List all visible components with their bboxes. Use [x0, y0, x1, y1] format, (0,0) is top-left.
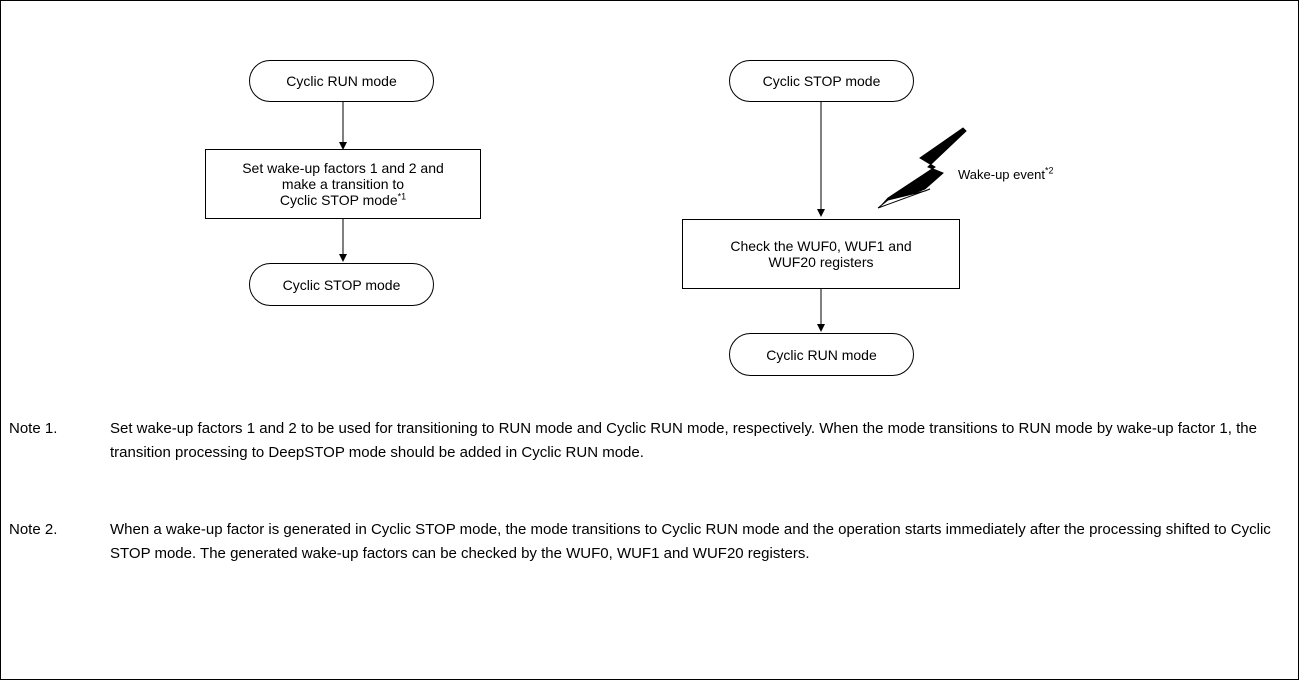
right-process-box: Check the WUF0, WUF1 and WUF20 registers: [682, 219, 960, 289]
lightning-tail-icon: [877, 188, 931, 209]
left-end-terminal: Cyclic STOP mode: [249, 263, 434, 306]
footnote-marker-1: *1: [397, 191, 407, 202]
right-process-line-2: WUF20 registers: [768, 254, 874, 270]
note-2-label: Note 2.: [9, 521, 58, 538]
footnote-marker-2: *2: [1044, 165, 1054, 176]
left-process-box: Set wake-up factors 1 and 2 and make a t…: [205, 149, 481, 219]
note-1-label: Note 1.: [9, 420, 58, 437]
left-process-line-2: make a transition to: [281, 176, 405, 192]
note-2-text: When a wake-up factor is generated in Cy…: [110, 521, 1271, 562]
left-start-label: Cyclic RUN mode: [286, 73, 397, 89]
right-start-label: Cyclic STOP mode: [762, 73, 881, 89]
lightning-icon: [879, 127, 967, 208]
right-process-line-1: Check the WUF0, WUF1 and: [730, 238, 912, 254]
wake-up-event-label: Wake-up event*2: [958, 165, 1054, 182]
left-process-line-1: Set wake-up factors 1 and 2 and: [242, 160, 444, 176]
right-start-terminal: Cyclic STOP mode: [729, 60, 914, 102]
note-1: Note 1. Set wake-up factors 1 and 2 to b…: [9, 417, 1294, 465]
left-end-label: Cyclic STOP mode: [282, 276, 401, 293]
note-1-text: Set wake-up factors 1 and 2 to be used f…: [110, 420, 1257, 461]
left-process-line-3: Cyclic STOP mode*1: [279, 191, 407, 208]
left-start-terminal: Cyclic RUN mode: [249, 60, 434, 102]
note-2: Note 2. When a wake-up factor is generat…: [9, 518, 1294, 566]
right-end-terminal: Cyclic RUN mode: [729, 333, 914, 376]
right-end-label: Cyclic RUN mode: [766, 346, 877, 363]
